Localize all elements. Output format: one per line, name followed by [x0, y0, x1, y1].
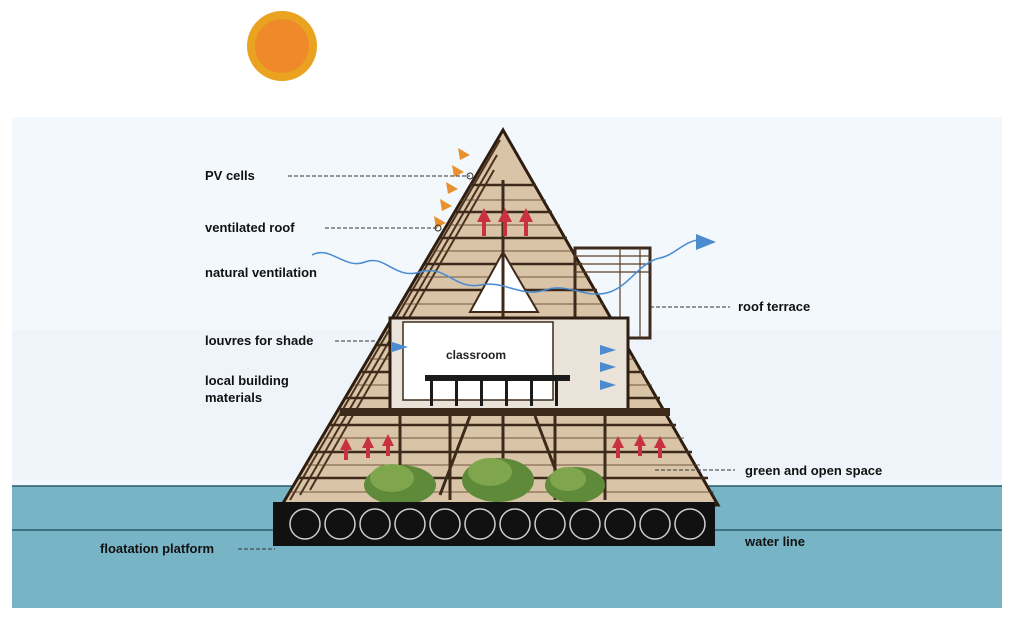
floatation-platform-label: floatation platform — [100, 541, 215, 556]
classroom-panel — [402, 321, 554, 401]
louvres-for-shade-label: louvres for shade — [205, 333, 314, 348]
classroom-label: classroom — [446, 348, 507, 362]
pv-cells-marker — [466, 172, 474, 180]
floatation-platform-structure — [273, 502, 715, 546]
airflow-arrowhead-icon — [696, 234, 716, 250]
louvre-airflow-arrows — [392, 342, 616, 390]
roof-terrace-label: roof terrace — [738, 299, 811, 314]
local-building-materials-label: local building materials — [205, 373, 289, 405]
ventilated-roof-marker — [434, 224, 442, 232]
green-plants — [364, 458, 605, 505]
water-line-label: water line — [745, 534, 805, 549]
heat-arrows — [340, 208, 666, 460]
green-and-open-space-label: green and open space — [745, 463, 883, 478]
leader-lines — [238, 175, 735, 550]
pv-cells-label: PV cells — [205, 168, 255, 183]
ventilated-roof-label: ventilated roof — [205, 220, 295, 235]
ventilation-airflow — [311, 239, 701, 295]
natural-ventilation-label: natural ventilation — [205, 265, 317, 280]
classroom-desks — [425, 375, 570, 406]
floor-slab — [340, 408, 670, 416]
sun-core — [255, 19, 309, 73]
